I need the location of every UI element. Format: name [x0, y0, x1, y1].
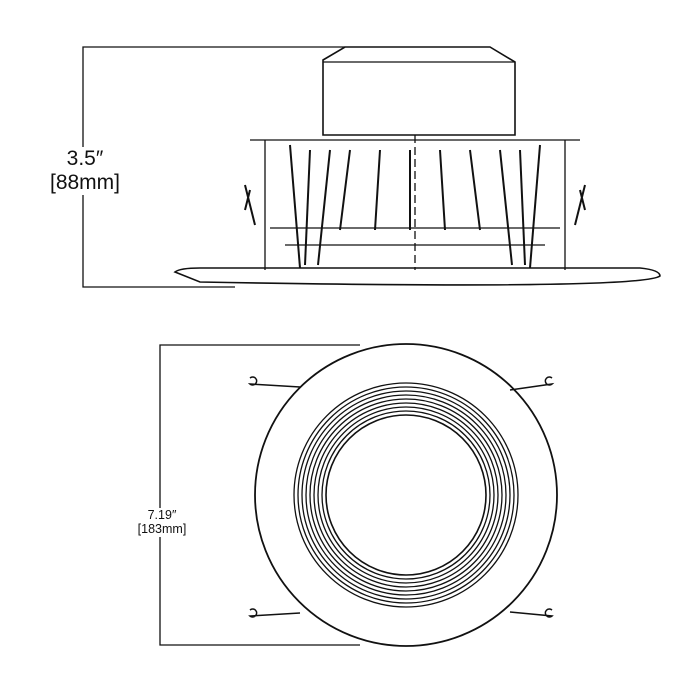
- height-mm: [88mm]: [49, 171, 120, 195]
- diameter-dimension-lines: [159, 344, 360, 646]
- diameter-mm: [183mm]: [137, 522, 187, 537]
- mounting-clips: [247, 376, 555, 618]
- diameter-dimension-label: 7.19″ [183mm]: [120, 508, 204, 537]
- diameter-inches: 7.19″: [147, 508, 177, 522]
- height-inches: 3.5″: [66, 147, 104, 170]
- top-view-trim: [254, 343, 558, 647]
- side-view-fixture: [173, 46, 661, 286]
- height-dimension-label: 3.5″ [88mm]: [35, 147, 135, 196]
